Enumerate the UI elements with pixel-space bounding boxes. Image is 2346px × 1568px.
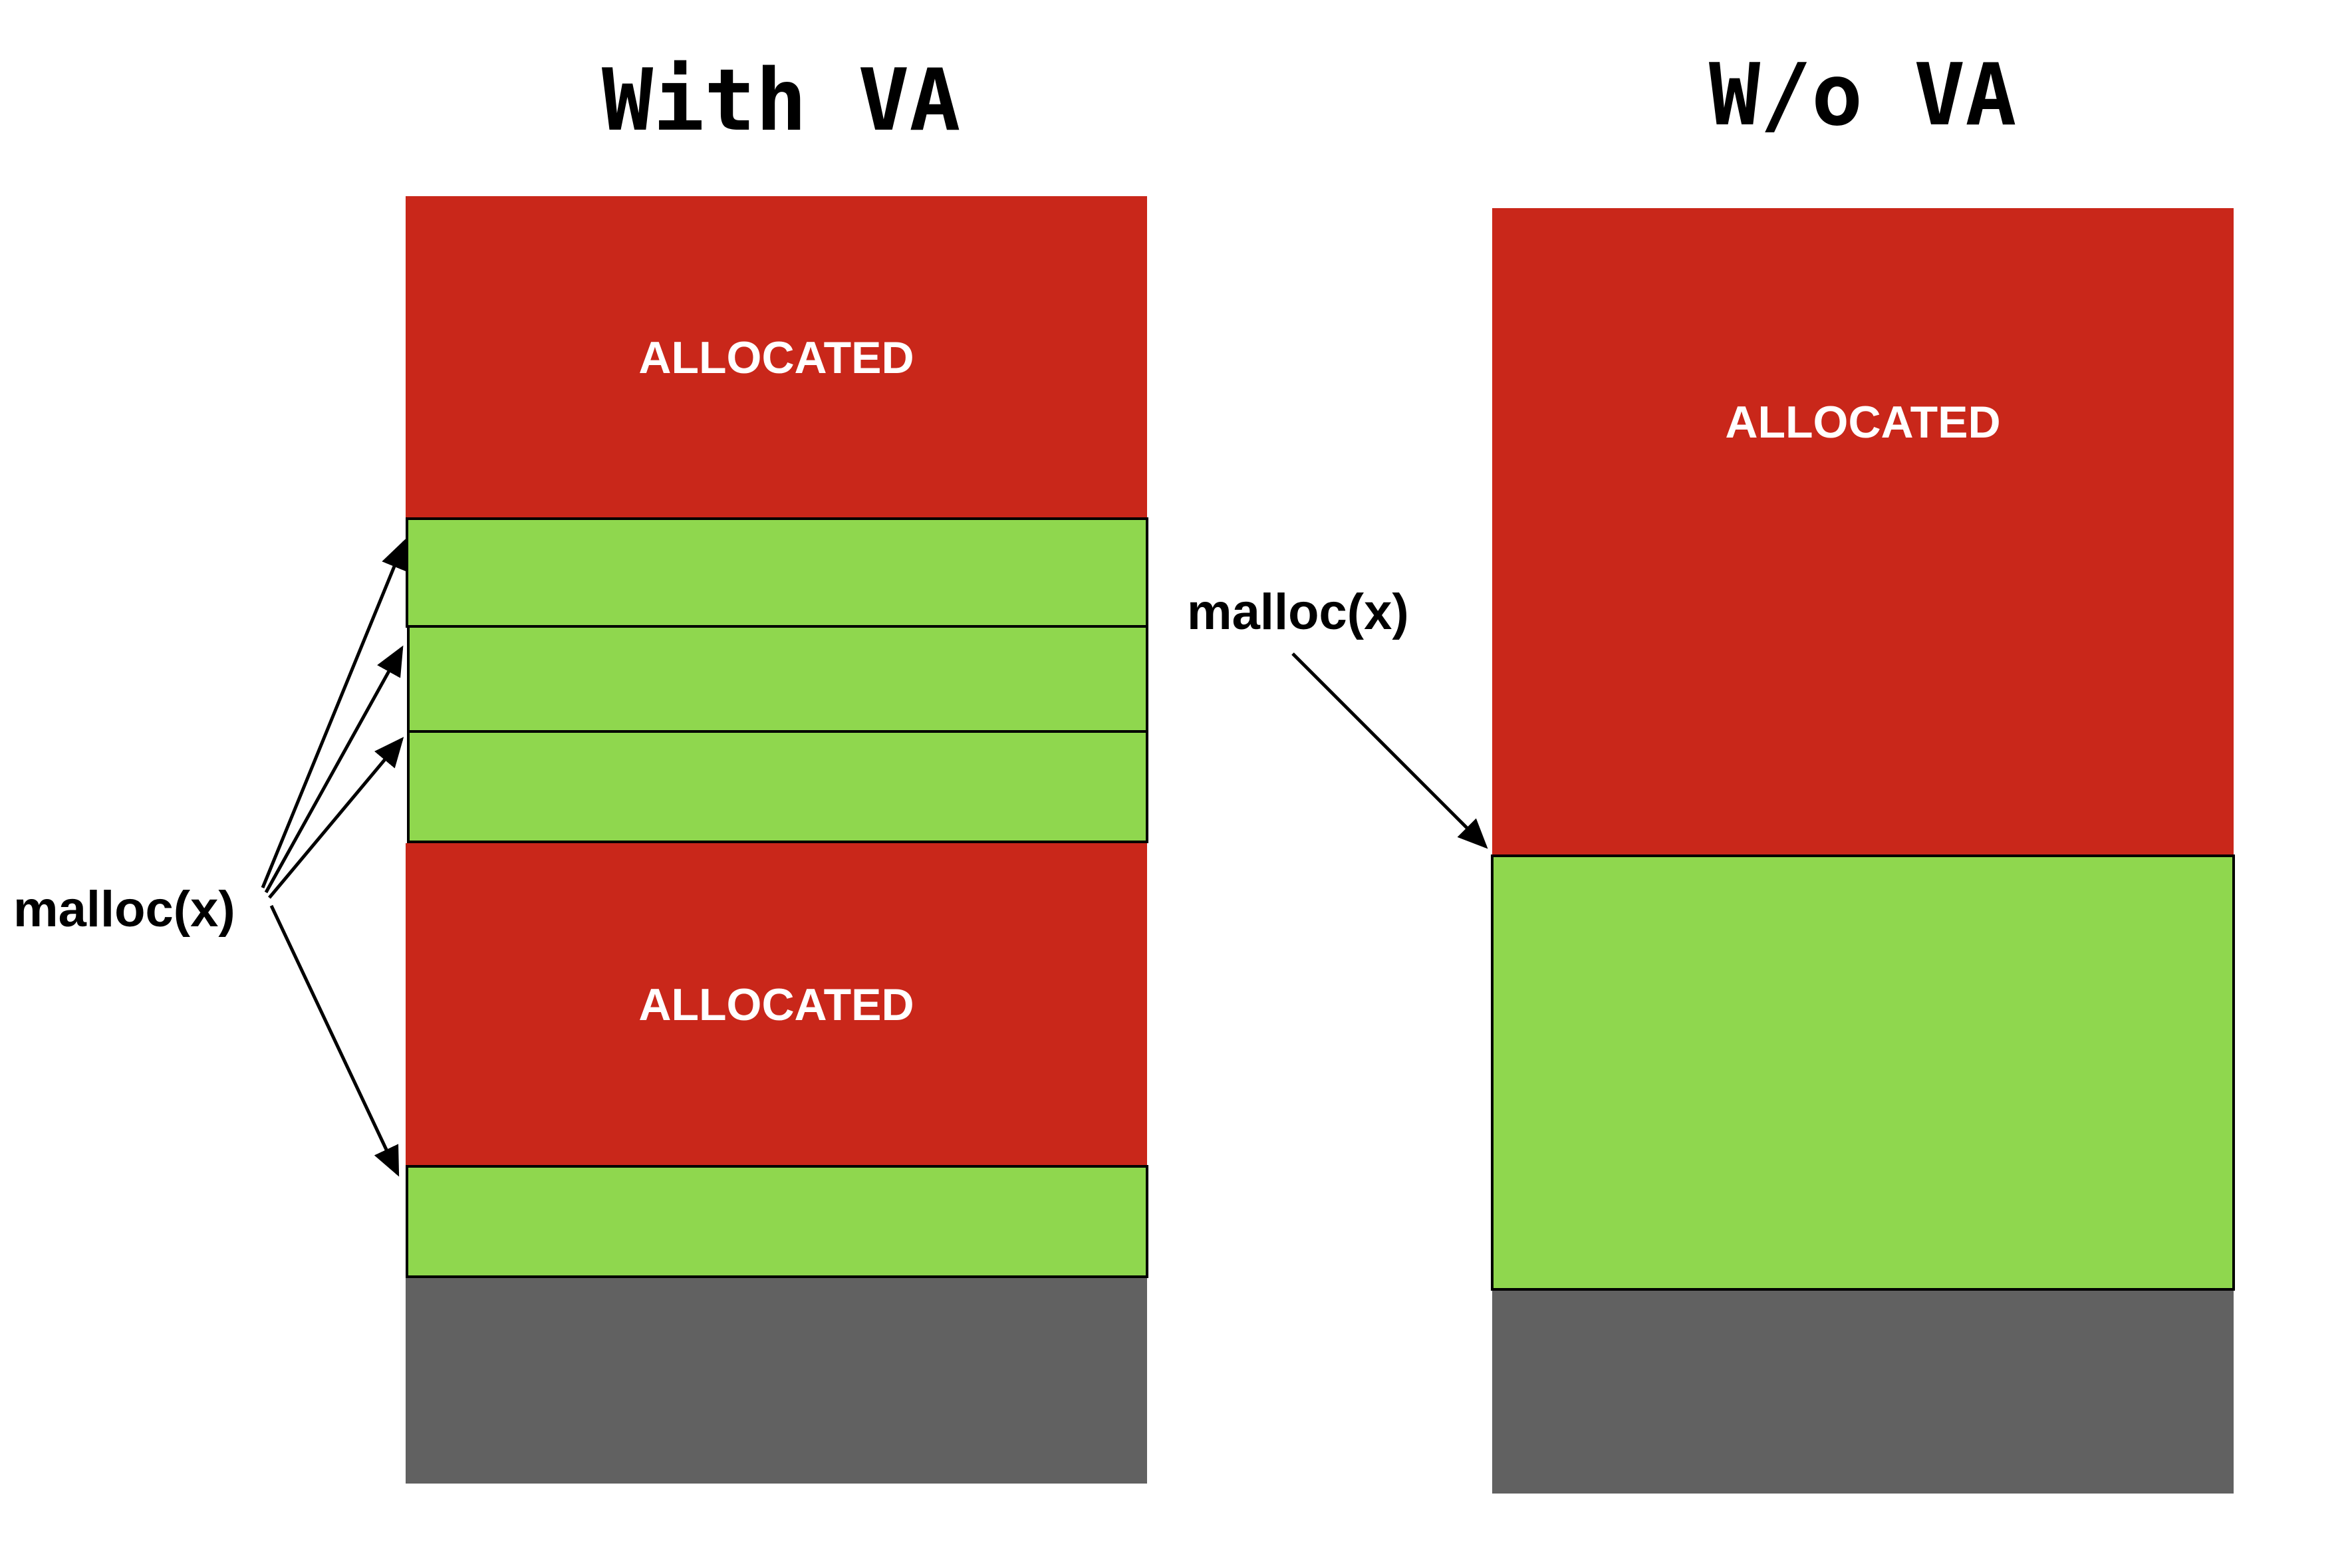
right-panel-title: W/o VA [1709,46,2017,145]
right-allocated-label: ALLOCATED [1725,397,2001,448]
left-arrow-to-free-block-1 [261,539,407,888]
right-allocated-block: ALLOCATED [1492,208,2234,856]
left-free-block-2 [407,625,1148,733]
left-panel-title: With VA [602,51,961,150]
left-allocated-block-bottom: ALLOCATED [406,843,1147,1166]
left-free-block-3 [407,730,1148,843]
right-arrow-to-free-block [1291,652,1488,849]
left-arrow-to-free-block-2 [264,645,404,894]
left-malloc-label: malloc(x) [13,881,235,938]
left-arrow-to-free-block-4 [269,904,400,1177]
left-unused-block [406,1278,1147,1484]
left-allocated-label-top: ALLOCATED [638,332,914,383]
right-unused-block [1492,1291,2234,1494]
left-arrow-to-free-block-3 [268,737,404,899]
right-malloc-label: malloc(x) [1187,584,1409,640]
left-allocated-label-bottom: ALLOCATED [638,980,914,1030]
left-free-block-4 [406,1165,1148,1278]
left-allocated-block-top: ALLOCATED [406,196,1147,519]
right-free-block [1491,854,2235,1291]
